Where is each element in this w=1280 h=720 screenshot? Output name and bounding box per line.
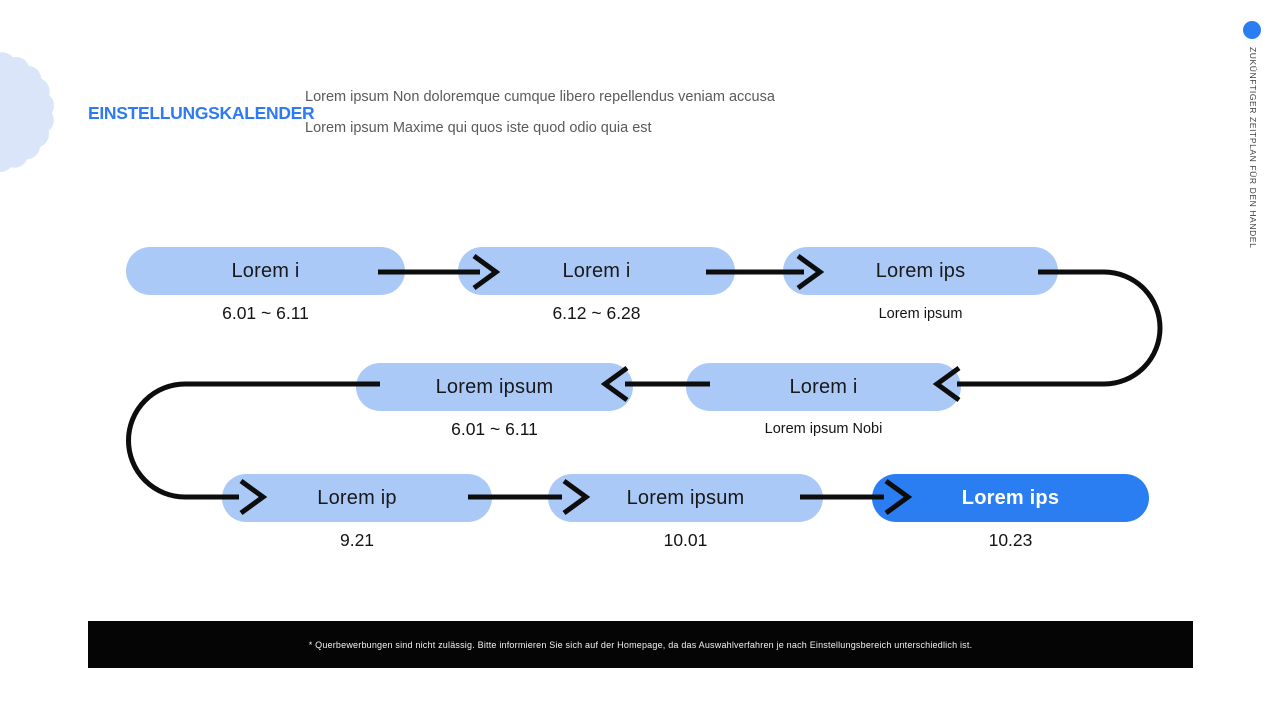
header-description: Lorem ipsum Non doloremque cumque libero… <box>305 82 775 144</box>
flow-node-1-label: Lorem i <box>231 259 300 282</box>
flow-node-2-date: 6.12 ~ 6.28 <box>552 303 641 323</box>
flow-node-4[interactable]: Lorem i <box>686 363 961 411</box>
accent-dot <box>1243 21 1261 39</box>
flow-node-5-label: Lorem ipsum <box>435 375 554 398</box>
flow-node-1-date: 6.01 ~ 6.11 <box>222 303 309 323</box>
flow-node-8-date: 10.23 <box>988 530 1033 550</box>
header-description-line2: Lorem ipsum Maxime qui quos iste quod od… <box>305 120 652 136</box>
flow-node-2[interactable]: Lorem i <box>458 247 735 295</box>
header-description-line1: Lorem ipsum Non doloremque cumque libero… <box>305 89 775 105</box>
flow-node-8-label: Lorem ips <box>961 486 1060 509</box>
vertical-caption: ZUKÜNFTIGER ZEITPLAN FÜR DEN HANDEL <box>1248 47 1258 249</box>
flow-node-3-caption: Lorem ipsum <box>878 306 963 322</box>
flow-node-3[interactable]: Lorem ips <box>783 247 1058 295</box>
flow-node-2-label: Lorem i <box>562 259 631 282</box>
scalloped-blob-decoration <box>0 52 54 172</box>
flow-node-7-label: Lorem ipsum <box>626 486 745 509</box>
flow-node-4-caption: Lorem ipsum Nobi <box>764 421 883 437</box>
flow-node-7[interactable]: Lorem ipsum <box>548 474 823 522</box>
flow-node-8-highlighted[interactable]: Lorem ips <box>872 474 1149 522</box>
flow-node-4-label: Lorem i <box>789 375 858 398</box>
flow-node-3-label: Lorem ips <box>875 259 966 282</box>
footer-note-text: * Querbewerbungen sind nicht zulässig. B… <box>308 639 973 650</box>
flow-node-1[interactable]: Lorem i <box>126 247 405 295</box>
flow-node-6-date: 9.21 <box>339 530 375 550</box>
flow-node-5-date: 6.01 ~ 6.11 <box>451 419 538 439</box>
flow-node-6-label: Lorem ip <box>317 486 397 509</box>
footer-note-bar: * Querbewerbungen sind nicht zulässig. B… <box>88 621 1193 668</box>
flow-node-6[interactable]: Lorem ip <box>222 474 492 522</box>
flow-node-7-date: 10.01 <box>663 530 708 550</box>
flow-node-5[interactable]: Lorem ipsum <box>356 363 633 411</box>
page-title: EINSTELLUNGSKALENDER <box>88 103 315 123</box>
